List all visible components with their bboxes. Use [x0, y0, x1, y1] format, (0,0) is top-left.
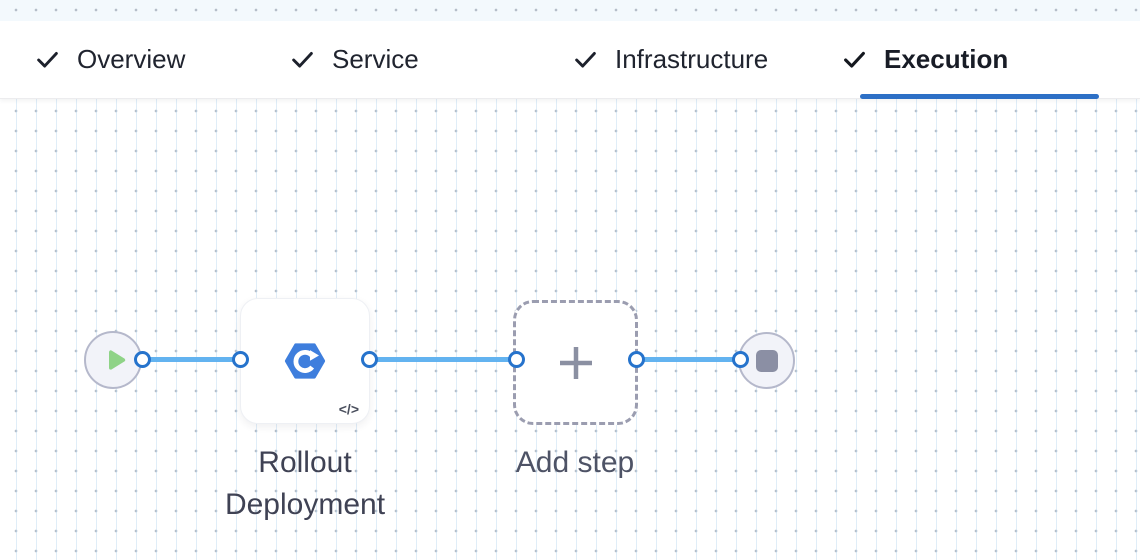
play-icon — [108, 350, 125, 370]
tab-label: Service — [332, 44, 419, 74]
step-label-rollout-deployment: Rollout Deployment — [224, 446, 386, 521]
step-node-rollout-deployment[interactable]: </> — [240, 298, 370, 424]
connector-line — [635, 357, 742, 362]
connection-port[interactable] — [134, 351, 151, 368]
upper-canvas-strip — [0, 0, 1140, 21]
template-code-badge[interactable]: </> — [338, 401, 359, 417]
tab-infrastructure[interactable]: Infrastructure — [573, 21, 768, 98]
tab-service[interactable]: Service — [290, 21, 419, 98]
connection-port[interactable] — [732, 351, 749, 368]
connector-line — [142, 357, 242, 362]
tab-label: Infrastructure — [615, 44, 769, 74]
add-step-label: Add step — [515, 446, 635, 479]
active-tab-underline — [860, 94, 1099, 99]
check-icon — [37, 52, 58, 68]
pipeline-canvas[interactable]: </> Rollout Deployment Add step — [0, 98, 1140, 560]
tab-label: Overview — [77, 44, 186, 74]
check-icon — [575, 52, 596, 68]
rollout-hexagon-arrow-icon — [284, 343, 326, 379]
start-node[interactable] — [84, 331, 142, 389]
stage-tab-bar: Overview Service Infrastructure Executio… — [0, 21, 1140, 99]
tab-overview[interactable]: Overview — [35, 21, 185, 98]
connector-line — [368, 357, 518, 362]
tab-label: Execution — [884, 44, 1009, 74]
tab-execution[interactable]: Execution — [842, 21, 1008, 98]
connection-port[interactable] — [361, 351, 378, 368]
stop-icon — [755, 349, 778, 372]
connection-port[interactable] — [508, 351, 525, 368]
check-icon — [844, 51, 865, 68]
connection-port[interactable] — [628, 351, 645, 368]
add-step-node[interactable] — [513, 300, 638, 425]
connection-port[interactable] — [232, 351, 249, 368]
plus-icon — [559, 346, 592, 379]
check-icon — [292, 52, 313, 68]
